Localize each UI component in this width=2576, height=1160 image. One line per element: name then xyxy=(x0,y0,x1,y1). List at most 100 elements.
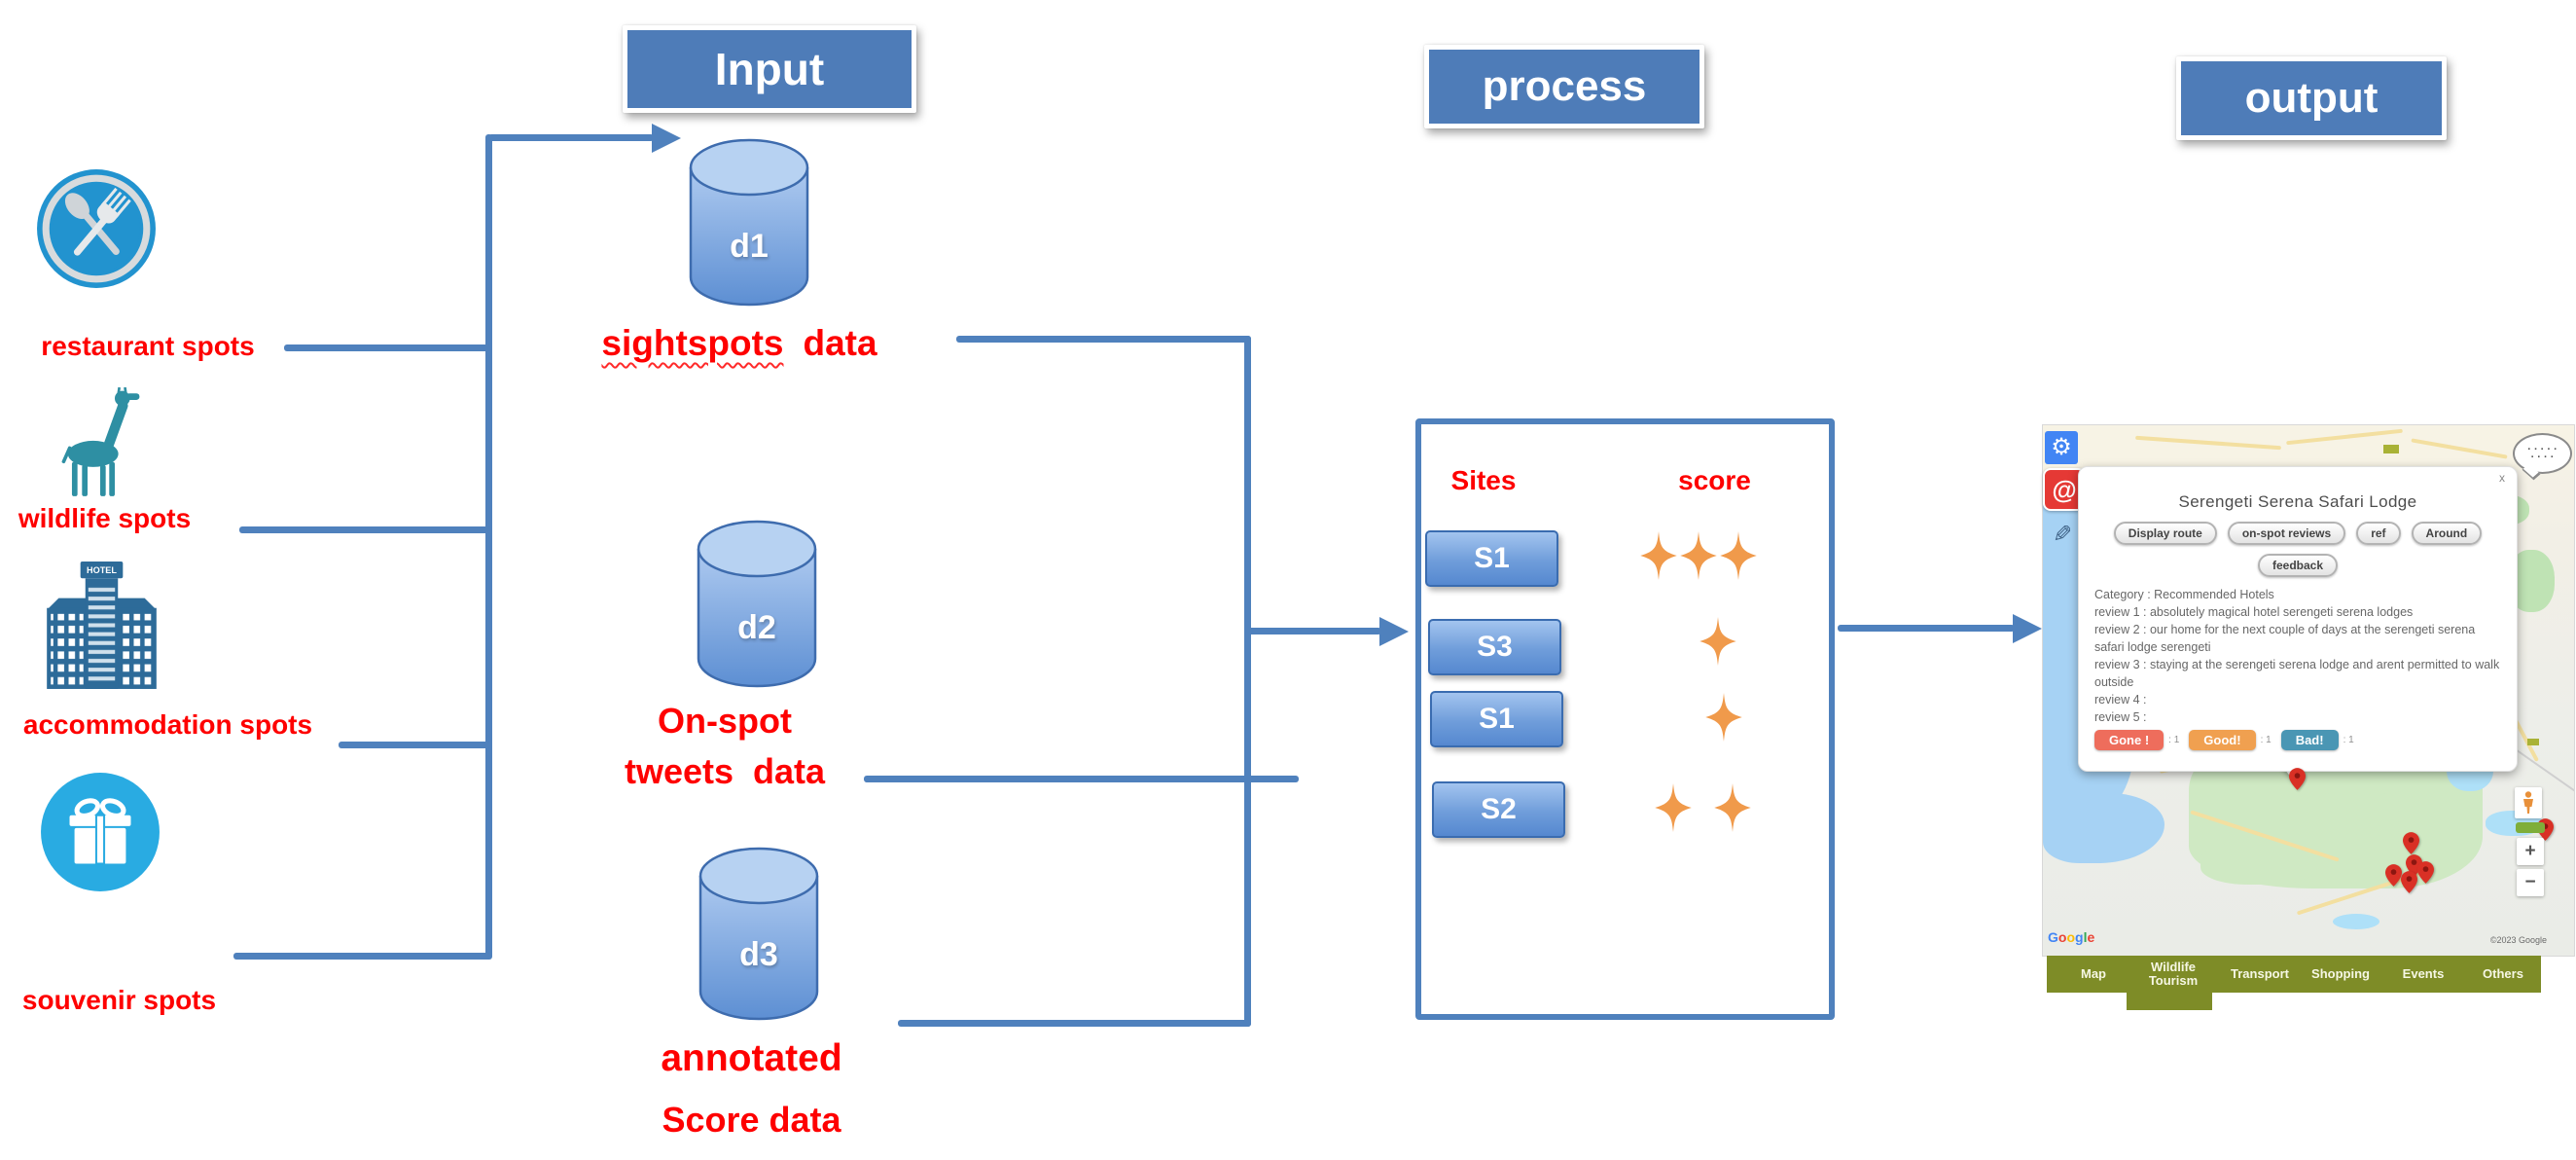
nav-tab-others[interactable]: Others xyxy=(2483,966,2523,981)
map-pin[interactable] xyxy=(2417,861,2434,884)
gift-icon xyxy=(39,771,161,893)
giraffe-icon xyxy=(51,386,152,498)
review-line: review 1 : absolutely magical hotel sere… xyxy=(2094,605,2414,619)
streetview-indicator xyxy=(2516,822,2545,833)
gone-button[interactable]: Gone ! xyxy=(2094,730,2165,750)
bubble-dots: · · · · xyxy=(2530,452,2555,463)
bubble-dots: · · · · · xyxy=(2527,444,2558,455)
tweets-data-label: tweets data xyxy=(624,751,826,791)
pegman-control[interactable] xyxy=(2515,787,2542,818)
database-d2: d2 xyxy=(696,518,818,689)
site-button-s2-label: S2 xyxy=(1481,793,1517,825)
bad-count: : 1 xyxy=(2343,735,2354,745)
review-line: review 4 : xyxy=(2094,693,2147,707)
around-button[interactable]: Around xyxy=(2411,522,2483,545)
site-button-s3: S3 xyxy=(1428,619,1561,675)
map-pin[interactable] xyxy=(2401,871,2417,893)
gear-icon: ⚙ xyxy=(2051,434,2072,460)
d3-connector-line xyxy=(898,1020,1251,1027)
star-icon xyxy=(1655,783,1692,832)
output-header-label: output xyxy=(2244,74,2379,122)
database-d1: d1 xyxy=(688,136,810,308)
input-header-label: Input xyxy=(714,44,825,94)
input-collector-line xyxy=(485,134,492,960)
ref-button[interactable]: ref xyxy=(2356,522,2401,545)
star-icon xyxy=(1705,693,1742,742)
database-d3: d3 xyxy=(698,845,820,1022)
nav-tab-transport[interactable]: Transport xyxy=(2231,966,2289,981)
category-line: Category : Recommended Hotels xyxy=(2094,588,2274,601)
d1-label: d1 xyxy=(730,228,769,265)
arrow-to-process-head xyxy=(1379,617,1409,646)
bottom-nav-bar: Map Wildlife Tourism Transport Shopping … xyxy=(2047,956,2541,993)
d2-label: d2 xyxy=(737,609,776,646)
wildlife-spots-label: wildlife spots xyxy=(18,503,192,533)
sightspots-connector-line xyxy=(956,336,1251,343)
star-icon xyxy=(1640,531,1677,580)
pencil-icon[interactable]: ✎ xyxy=(2053,522,2073,548)
star-icon xyxy=(1714,783,1751,832)
arrow-to-output-head xyxy=(2013,614,2042,643)
good-button[interactable]: Good! xyxy=(2189,730,2256,750)
star-icon xyxy=(1699,617,1736,666)
place-popup: x Serengeti Serena Safari Lodge Display … xyxy=(2078,466,2518,772)
feedback-row: Gone ! : 1 Good! : 1 Bad! : 1 xyxy=(2094,730,2364,750)
zoom-out-button[interactable]: − xyxy=(2517,869,2544,896)
tweets-connector-line xyxy=(864,776,1299,782)
arrow-to-d1-head xyxy=(652,124,681,153)
merge-collector-line xyxy=(1244,336,1251,1027)
nav-tab-events[interactable]: Events xyxy=(2402,966,2445,981)
restaurant-spots-label: restaurant spots xyxy=(41,331,255,361)
sightspots-rest: data xyxy=(803,323,877,363)
score-column-header: score xyxy=(1678,465,1751,495)
d3-label: d3 xyxy=(739,936,778,973)
star-icon xyxy=(1720,531,1757,580)
arrow-to-output-shaft xyxy=(1838,625,2015,632)
hotel-sign-text: HOTEL xyxy=(87,565,117,575)
popup-title: Serengeti Serena Safari Lodge xyxy=(2178,492,2417,511)
hotel-icon: HOTEL xyxy=(45,559,159,692)
nav-tab-wildlife-tourism[interactable]: Wildlife Tourism xyxy=(2148,960,2199,988)
nav-tab-map[interactable]: Map xyxy=(2081,966,2106,981)
feedback-button[interactable]: feedback xyxy=(2257,554,2339,577)
speech-bubble-icon[interactable]: · · · · · · · · · xyxy=(2513,433,2572,474)
process-header-label: process xyxy=(1482,62,1647,110)
site-button-s3-label: S3 xyxy=(1477,631,1513,663)
google-logo: Google xyxy=(2048,929,2095,945)
app-logo-button[interactable]: @ xyxy=(2043,468,2086,511)
pegman-icon xyxy=(2523,791,2533,814)
bad-button[interactable]: Bad! xyxy=(2280,730,2339,750)
site-button-s1-label: S1 xyxy=(1474,542,1510,574)
star-icon xyxy=(1680,531,1717,580)
app-logo-icon: @ xyxy=(2052,475,2077,504)
site-button-s2: S2 xyxy=(1432,781,1565,838)
good-count: : 1 xyxy=(2260,735,2272,745)
review-line: review 3 : staying at the serengeti sere… xyxy=(2094,658,2500,689)
display-route-button[interactable]: Display route xyxy=(2113,522,2217,545)
settings-button[interactable]: ⚙ xyxy=(2045,431,2078,464)
map-pin[interactable] xyxy=(2385,864,2402,887)
arrow-to-process-shaft xyxy=(1248,628,1381,634)
gone-count: : 1 xyxy=(2168,735,2180,745)
nav-tab-shopping[interactable]: Shopping xyxy=(2311,966,2370,981)
popup-review-text: Category : Recommended Hotels review 1 :… xyxy=(2094,586,2503,726)
arrow-to-d1-shaft xyxy=(488,134,654,141)
active-tab-extension xyxy=(2127,993,2212,1010)
zoom-in-button[interactable]: + xyxy=(2517,838,2544,865)
popup-close-button[interactable]: x xyxy=(2499,471,2505,485)
review-line: review 5 : xyxy=(2094,710,2147,724)
site-button-s1: S1 xyxy=(1425,530,1558,587)
map-attribution: ©2023 Google xyxy=(2489,935,2547,945)
map-pin[interactable] xyxy=(2403,832,2419,854)
annotated-label: annotated xyxy=(661,1037,842,1079)
restaurant-connector-line xyxy=(284,344,491,351)
process-header: process xyxy=(1424,45,1704,128)
onspot-reviews-button[interactable]: on-spot reviews xyxy=(2227,522,2346,545)
site-button-s1b-label: S1 xyxy=(1479,703,1515,735)
map-pin[interactable] xyxy=(2289,768,2306,790)
sites-column-header: Sites xyxy=(1450,465,1517,495)
site-button-s1b: S1 xyxy=(1430,691,1563,747)
accommodation-connector-line xyxy=(339,742,491,748)
